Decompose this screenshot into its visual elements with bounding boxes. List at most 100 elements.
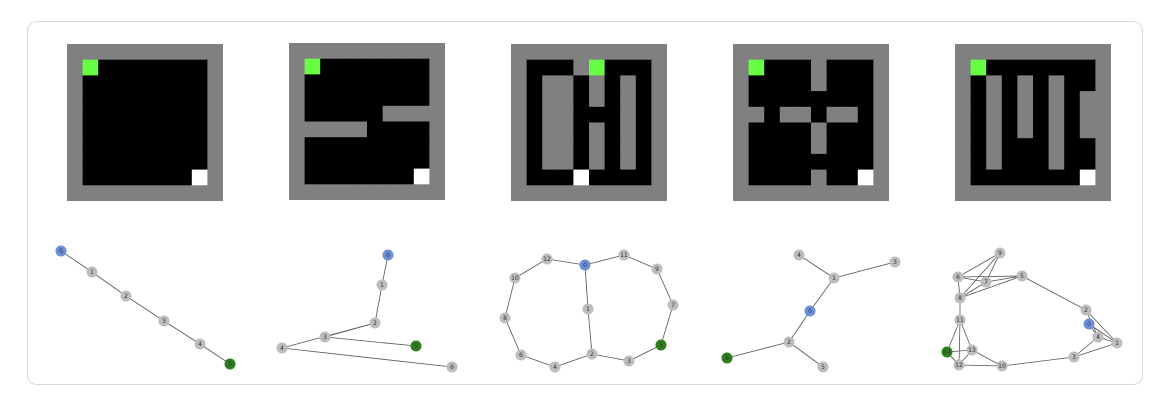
floor-cell <box>589 169 606 186</box>
floor-cell <box>320 58 337 75</box>
graph-node-default: 1 <box>86 266 98 278</box>
floor-cell <box>1033 75 1050 92</box>
graph-node-default: 4 <box>549 361 561 373</box>
wall-cell <box>207 91 223 108</box>
wall-cell <box>67 59 84 76</box>
graph-edge <box>60 250 93 273</box>
wall-cell <box>289 152 306 170</box>
wall-cell <box>1048 153 1065 171</box>
graph-node-default: 3 <box>158 315 170 327</box>
floor-cell <box>129 106 146 123</box>
graph-node-default: 9 <box>994 247 1006 259</box>
floor-cell <box>826 169 843 186</box>
graph-node-label: 13 <box>968 347 976 354</box>
wall-cell <box>542 44 559 61</box>
wall-cell <box>207 59 223 76</box>
wall-cell <box>1079 91 1096 108</box>
wall-cell <box>955 138 972 155</box>
graph-node-label: 1 <box>380 282 384 289</box>
graph-edge <box>281 347 453 368</box>
start-cell <box>970 59 987 76</box>
wall-cell <box>557 138 574 155</box>
graph-node-label: 4 <box>198 341 202 348</box>
wall-cell <box>1095 106 1111 123</box>
maze-h-loop <box>511 44 667 201</box>
graph-node-default: 3 <box>889 256 901 268</box>
graph-node-label: 6 <box>725 355 729 362</box>
graph-node-circle <box>952 271 964 283</box>
graph-node-circle <box>120 290 132 302</box>
wall-cell <box>842 44 859 61</box>
floor-cell <box>779 91 796 108</box>
floor-cell <box>1079 153 1096 171</box>
wall-cell <box>526 44 543 61</box>
graph-node-label: 0 <box>386 252 390 259</box>
floor-cell <box>351 137 368 154</box>
floor-cell <box>748 75 765 92</box>
graph-node-default: 8 <box>499 312 511 324</box>
graph-node-default: 2 <box>120 290 132 302</box>
wall-cell <box>955 106 972 123</box>
wall-cell <box>589 153 606 171</box>
graph-node-default: 1 <box>1111 337 1123 349</box>
graph-node-default: 6 <box>446 361 458 373</box>
graph-node-label: 8 <box>503 315 507 322</box>
floor-cell <box>795 153 812 171</box>
floor-cell <box>82 122 99 139</box>
wall-cell <box>207 75 223 92</box>
graph-node-default: 3 <box>623 355 635 367</box>
floor-cell <box>573 91 590 108</box>
floor-cell <box>970 75 987 92</box>
graph-node-circle <box>651 263 663 275</box>
floor-cell <box>857 106 874 123</box>
graph-node-label: 1 <box>1115 340 1119 347</box>
graph-node-label: 7 <box>671 302 675 309</box>
graph-node-circle <box>1016 270 1028 282</box>
floor-cell <box>191 106 208 123</box>
floor-cell <box>176 59 193 76</box>
floor-cell <box>304 137 321 154</box>
wall-cell <box>873 106 889 123</box>
maze-two-rooms <box>289 43 445 200</box>
wall-cell <box>986 138 1003 155</box>
floor-cell <box>826 59 843 76</box>
wall-cell <box>986 122 1003 139</box>
wall-cell <box>557 153 574 171</box>
floor-cell <box>795 138 812 155</box>
wall-cell <box>1033 185 1050 201</box>
wall-cell <box>67 185 84 201</box>
wall-cell <box>1095 91 1111 108</box>
wall-cell <box>1017 122 1034 139</box>
wall-cell <box>826 185 843 201</box>
wall-cell <box>811 44 828 61</box>
floor-cell <box>635 59 652 76</box>
wall-cell <box>1048 185 1065 201</box>
goal-cell <box>191 169 208 186</box>
graph-node-label: 1 <box>90 269 94 276</box>
wall-cell <box>289 74 306 91</box>
floor-cell <box>367 137 384 154</box>
floor-cell <box>335 58 352 75</box>
wall-cell <box>542 91 559 108</box>
floor-cell <box>635 122 652 139</box>
floor-cell <box>304 152 321 170</box>
wall-cell <box>604 185 621 201</box>
floor-cell <box>635 75 652 92</box>
wall-cell <box>557 185 574 201</box>
wall-cell <box>811 169 828 186</box>
wall-cell <box>955 153 972 171</box>
graph-node-default: 4 <box>793 249 805 261</box>
wall-cell <box>1048 138 1065 155</box>
graph-node-circle <box>369 317 381 329</box>
graph-edge <box>125 295 165 322</box>
wall-cell <box>764 185 781 201</box>
floor-cell <box>191 138 208 155</box>
floor-cell <box>1001 59 1018 76</box>
graph-node-goal: 5 <box>224 358 236 370</box>
graph-node-label: 3 <box>627 358 631 365</box>
floor-cell <box>542 169 559 186</box>
wall-cell <box>1079 185 1096 201</box>
floor-cell <box>1001 122 1018 139</box>
graph-edge <box>628 344 662 362</box>
